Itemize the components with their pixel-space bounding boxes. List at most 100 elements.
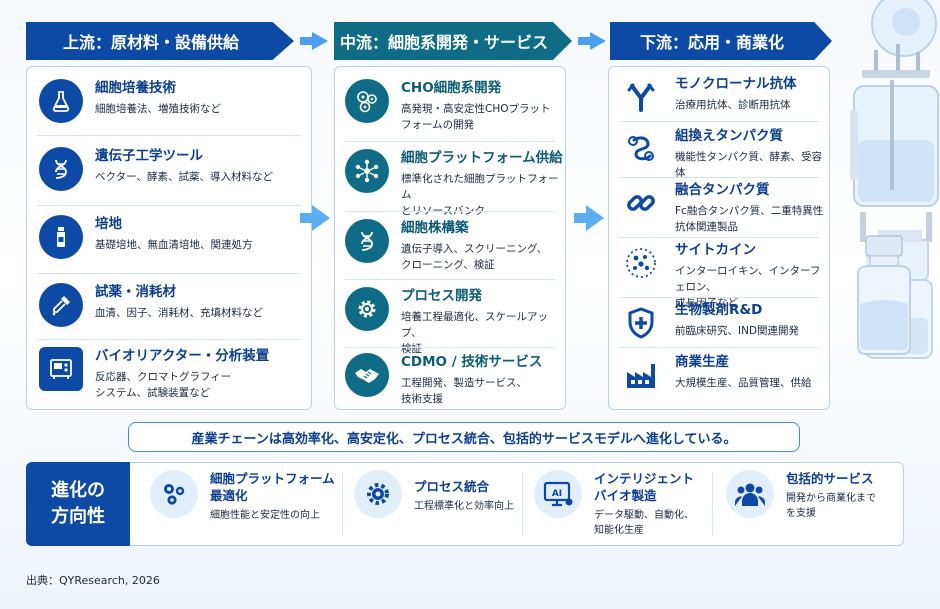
cells-icon [345, 79, 389, 123]
upstream-header: 上流：原材料・設備供給 [26, 22, 294, 60]
flask-icon [39, 79, 83, 123]
item-desc-line: 高発現・高安定性CHOプラット [401, 103, 551, 115]
item-title: 細胞培養技術 [95, 80, 176, 96]
downstream-panel: モノクローナル抗体 治療用抗体、診断用抗体 組換えタンパク質 機能性タンパク質、… [608, 66, 830, 410]
divider [345, 211, 555, 212]
downstream-item-cytokine: サイトカイン インターロイキン、インターフェロン、 成長因子など [619, 241, 829, 311]
item-desc: 血清、因子、消耗材、充填材料など [95, 307, 263, 319]
item-desc-line: システム、試験装置など [95, 387, 211, 399]
evolution-item-desc: データ駆動、自動化、 知能化生産 [594, 510, 694, 536]
upstream-item-cell-culture: 細胞培養技術 細胞培養法、増殖技術など [39, 79, 311, 123]
divider [37, 135, 301, 136]
divider [619, 297, 819, 298]
separator [522, 472, 523, 536]
item-desc: 高発現・高安定性CHOプラット フォームの開発 [401, 101, 551, 133]
item-title: 商業生産 [675, 354, 729, 370]
ai-icon: AI [534, 470, 582, 518]
evolution-item-desc: 工程標準化と効率向上 [414, 501, 514, 512]
item-desc-line: 工程開発、製造サービス、 [401, 377, 527, 389]
item-desc: インターロイキン、インターフェロン、 成長因子など [675, 263, 829, 311]
factory-icon [619, 353, 663, 397]
svg-text:AI: AI [552, 489, 562, 499]
item-desc-line: 技術支援 [401, 393, 443, 405]
bottle-icon [39, 215, 83, 259]
evolution-label: 進化の 方向性 [26, 462, 130, 546]
item-desc: 機能性タンパク質、酵素、受容体 [675, 151, 822, 179]
divider [37, 273, 301, 274]
item-desc: 前臨床研究、IND関連開発 [675, 325, 800, 337]
item-title: 細胞プラットフォーム供給 [401, 150, 563, 166]
item-desc: 培養工程最適化、スケールアップ、 検証 [401, 309, 565, 357]
evolution-item-title: インテリジェント バイオ製造 [594, 470, 694, 504]
upstream-panel: 細胞培養技術 細胞培養法、増殖技術など 遺伝子工学ツール ベクター、酵素、試薬、… [26, 66, 312, 410]
dropper-icon [39, 283, 83, 327]
people-icon [726, 470, 774, 518]
item-desc-line: フォームの開発 [401, 119, 475, 131]
divider [619, 121, 819, 122]
separator [342, 472, 343, 536]
item-title: 組換えタンパク質 [675, 128, 783, 144]
cells-icon [150, 470, 198, 518]
upstream-item-media: 培地 基礎培地、無血清培地、関連処方 [39, 215, 311, 259]
midstream-panel: CHO細胞系開発 高発現・高安定性CHOプラット フォームの開発 細胞プラットフ… [334, 66, 566, 410]
separator [712, 472, 713, 536]
evolution-label-line: 方向性 [51, 506, 105, 527]
divider [345, 279, 555, 280]
item-title: サイトカイン [675, 242, 756, 258]
divider [345, 141, 555, 142]
shield-cross-icon [619, 301, 663, 345]
gear-icon [345, 287, 389, 331]
item-title: モノクローナル抗体 [675, 76, 797, 92]
item-desc: 工程開発、製造サービス、 技術支援 [401, 375, 542, 407]
downstream-header: 下流：応用・商業化 [610, 22, 832, 60]
link-icon [619, 181, 663, 225]
item-desc: ベクター、酵素、試薬、導入材料など [95, 171, 273, 183]
evolution-item-title-line: インテリジェント [594, 471, 695, 486]
item-desc-line: 抗体関連製品 [675, 221, 738, 233]
header-arrow-1 [300, 32, 328, 50]
evolution-item-title: 包括的サービス [786, 471, 874, 486]
evolution-item-desc: 細胞性能と安定性の向上 [210, 510, 320, 521]
downstream-header-label: 下流：応用・商業化 [639, 33, 784, 52]
handshake-icon [345, 353, 389, 397]
evolution-item-title: 細胞プラットフォーム 最適化 [210, 470, 335, 504]
evolution-item-title-line: 細胞プラットフォーム [210, 471, 335, 486]
machine-icon [39, 347, 83, 391]
item-title: 培地 [95, 216, 122, 232]
evolution-item-title-line: バイオ製造 [594, 488, 657, 503]
item-desc: 細胞培養法、増殖技術など [95, 103, 221, 115]
divider [37, 205, 301, 206]
upstream-item-genetic-tools: 遺伝子工学ツール ベクター、酵素、試薬、導入材料など [39, 147, 311, 191]
item-title: 試薬・消耗材 [95, 284, 176, 300]
dots-icon [619, 241, 663, 285]
downstream-item-rnd: 生物製剤R&D 前臨床研究、IND関連開発 [619, 301, 829, 345]
dna-icon [345, 219, 389, 263]
item-desc-line: 培養工程最適化、スケールアップ、 [401, 311, 548, 339]
flow-arrow-2 [574, 205, 604, 231]
source-note: 出典：QYResearch, 2026 [26, 574, 160, 587]
item-title: CHO細胞系開発 [401, 80, 502, 96]
item-title: 細胞株構築 [401, 220, 469, 236]
item-title: プロセス開発 [401, 288, 482, 304]
divider [345, 347, 555, 348]
item-desc-line: 標準化された細胞プラットフォーム [401, 173, 559, 201]
midstream-header: 中流：細胞系開発・サービス [334, 22, 572, 60]
item-title: 生物製剤R&D [675, 302, 763, 318]
media-bottle-illustration [857, 235, 911, 355]
item-title: バイオリアクター・分析装置 [95, 348, 270, 364]
item-title: 融合タンパク質 [675, 182, 770, 198]
downstream-item-recombinant: 組換えタンパク質 機能性タンパク質、酵素、受容体 [619, 127, 829, 181]
divider [619, 347, 819, 348]
item-desc: 遺伝子導入、スクリーニング、 クローニング、検証 [401, 241, 547, 273]
divider [37, 339, 301, 340]
midstream-item-platform: 細胞プラットフォーム供給 標準化された細胞プラットフォーム とリソースバンク [345, 149, 565, 219]
item-title: CDMO / 技術サービス [401, 354, 543, 370]
evolution-label-line: 進化の [51, 480, 105, 501]
midstream-item-cho: CHO細胞系開発 高発現・高安定性CHOプラット フォームの開発 [345, 79, 565, 133]
item-title: 遺伝子工学ツール [95, 148, 203, 164]
evolution-item-intelligent: AI インテリジェント バイオ製造 データ駆動、自動化、 知能化生産 [534, 470, 694, 538]
upstream-item-bioreactor: バイオリアクター・分析装置 反応器、クロマトグラフィー システム、試験装置など [39, 347, 311, 401]
evolution-item-service: 包括的サービス 開発から商業化まで を支援 [726, 470, 876, 521]
upstream-header-label: 上流：原材料・設備供給 [62, 33, 239, 52]
item-desc-line: 成長因子など [675, 297, 738, 309]
